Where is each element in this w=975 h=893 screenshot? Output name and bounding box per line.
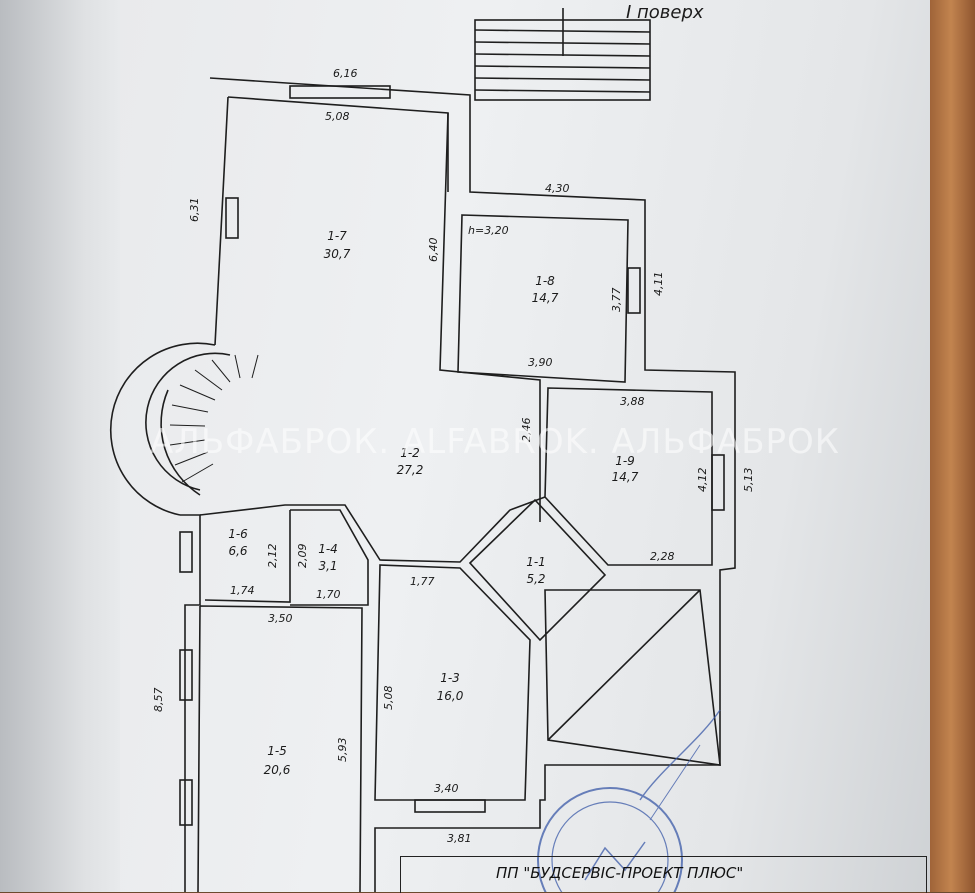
room-1-8-area: 14,7 — [532, 291, 559, 305]
paper-fold-shadow — [0, 0, 120, 892]
room-1-5-area: 20,6 — [264, 763, 291, 777]
room-1-9-id: 1-9 — [615, 454, 635, 468]
room-1-7-area: 30,7 — [324, 247, 351, 261]
window — [179, 649, 193, 701]
room-1-1-area: 5,2 — [526, 572, 545, 586]
room-1-7-id: 1-7 — [327, 229, 347, 243]
room-1-3-area: 16,0 — [437, 689, 464, 703]
dimension-label: 5,08 — [382, 686, 395, 711]
dimension-label: 3,77 — [610, 288, 623, 313]
window — [414, 799, 486, 813]
room-1-8-walls — [457, 214, 629, 383]
room-1-3-walls — [374, 564, 531, 801]
window — [179, 531, 193, 573]
room-1-6-area: 6,6 — [228, 544, 247, 558]
dimension-label: 1,70 — [316, 588, 341, 601]
window — [711, 454, 725, 511]
company-name: ПП "БУДСЕРВІС-ПРОЕКТ ПЛЮС" — [496, 864, 744, 882]
room-1-9-walls — [544, 387, 713, 566]
title-block — [400, 856, 927, 893]
dimension-label: 8,57 — [152, 688, 165, 713]
room-1-4-id: 1-4 — [318, 542, 338, 556]
dimension-label: 6,16 — [333, 67, 358, 80]
room-1-1-walls — [468, 498, 607, 642]
dimension-label: 3,81 — [447, 832, 472, 845]
room-1-6-id: 1-6 — [228, 527, 248, 541]
dimension-label: h=3,20 — [468, 224, 509, 237]
floor-title: I поверх — [626, 2, 704, 23]
paper-sheet — [0, 0, 930, 892]
dimension-label: 3,50 — [268, 612, 293, 625]
room-1-8-id: 1-8 — [535, 274, 555, 288]
window — [225, 197, 239, 239]
watermark: АЛЬФАБРОК. ALFABROK. АЛЬФАБРОК — [150, 422, 840, 462]
dimension-label: 5,93 — [336, 738, 349, 763]
dimension-label: 3,88 — [620, 395, 645, 408]
dimension-label: 6,40 — [427, 238, 440, 263]
dimension-label: 2,28 — [650, 550, 675, 563]
room-1-2-area: 27,2 — [397, 463, 424, 477]
dimension-label: 2,46 — [520, 418, 533, 443]
dimension-label: 5,13 — [742, 468, 755, 493]
room-1-3-id: 1-3 — [440, 671, 460, 685]
window — [179, 779, 193, 826]
window — [627, 267, 641, 314]
dimension-label: 5,08 — [325, 110, 350, 123]
room-1-1-id: 1-1 — [526, 555, 546, 569]
room-1-5-id: 1-5 — [267, 744, 287, 758]
room-1-4-area: 3,1 — [318, 559, 337, 573]
window — [289, 85, 391, 99]
room-1-9-area: 14,7 — [612, 470, 639, 484]
dimension-label: 3,40 — [434, 782, 459, 795]
dimension-label: 2,09 — [296, 544, 309, 569]
stair-outer — [109, 342, 216, 516]
dimension-label: 4,30 — [545, 182, 570, 195]
dimension-label: 4,11 — [652, 272, 665, 297]
room-1-4-walls — [290, 509, 369, 606]
dimension-label: 3,90 — [528, 356, 553, 369]
room-1-2-id: 1-2 — [400, 446, 420, 460]
dimension-label: 6,31 — [188, 198, 201, 223]
dimension-label: 4,12 — [696, 468, 709, 493]
dimension-label: 1,77 — [410, 575, 435, 588]
stair-inner — [145, 352, 231, 491]
dimension-label: 1,74 — [230, 584, 255, 597]
dimension-label: 2,12 — [266, 544, 279, 569]
room-1-5-walls — [197, 605, 363, 892]
